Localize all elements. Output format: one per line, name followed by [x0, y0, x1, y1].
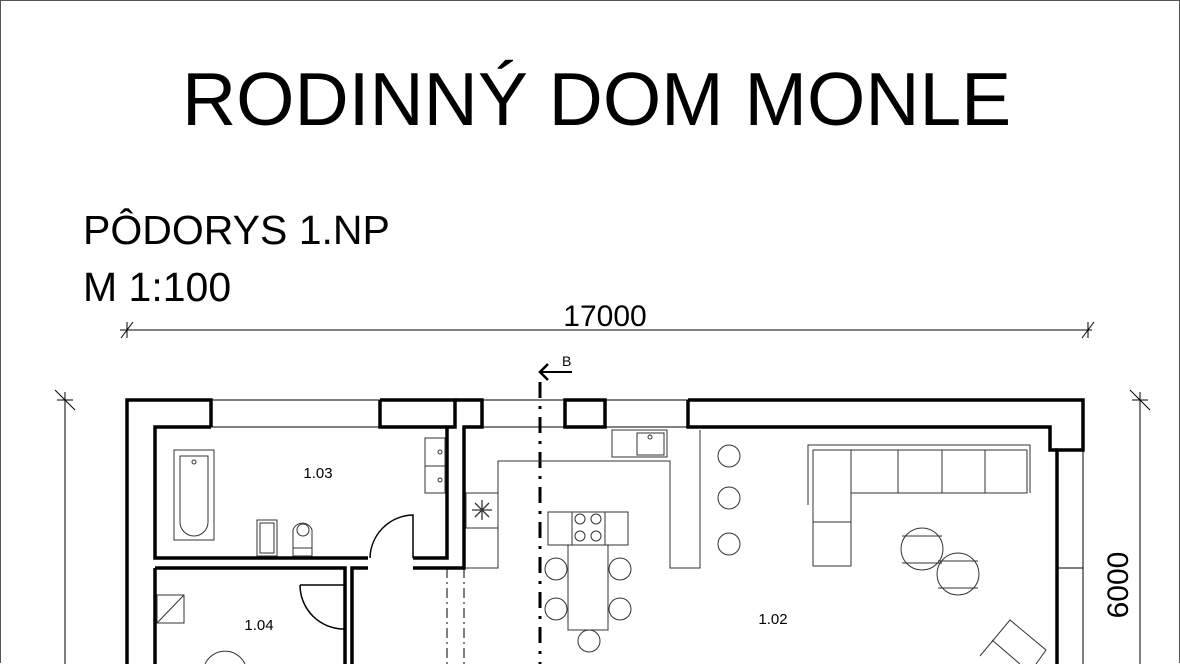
- kitchen-fixtures: [465, 429, 701, 631]
- bathroom-fixtures: [156, 437, 446, 664]
- section-marker-label: B: [562, 353, 571, 369]
- drawing-title: RODINNÝ DOM MONLE: [182, 57, 1012, 141]
- room-label-bedroom: 1.04: [244, 617, 273, 634]
- section-line: [538, 363, 572, 664]
- windows: [211, 399, 1084, 664]
- room-label-living: 1.02: [758, 611, 787, 628]
- plan-scale: M 1:100: [83, 264, 232, 310]
- dimension-width-label: 17000: [563, 300, 646, 333]
- room-label-bathroom: 1.03: [303, 465, 332, 482]
- plan-name: PÔDORYS 1.NP: [83, 207, 390, 253]
- doors: [299, 514, 465, 664]
- dimension-depth-label: 6000: [1102, 552, 1135, 619]
- chairs: [544, 444, 741, 653]
- living-furniture: [807, 444, 1047, 664]
- dimension-width: [120, 321, 1095, 339]
- dimension-depth: [54, 389, 1151, 664]
